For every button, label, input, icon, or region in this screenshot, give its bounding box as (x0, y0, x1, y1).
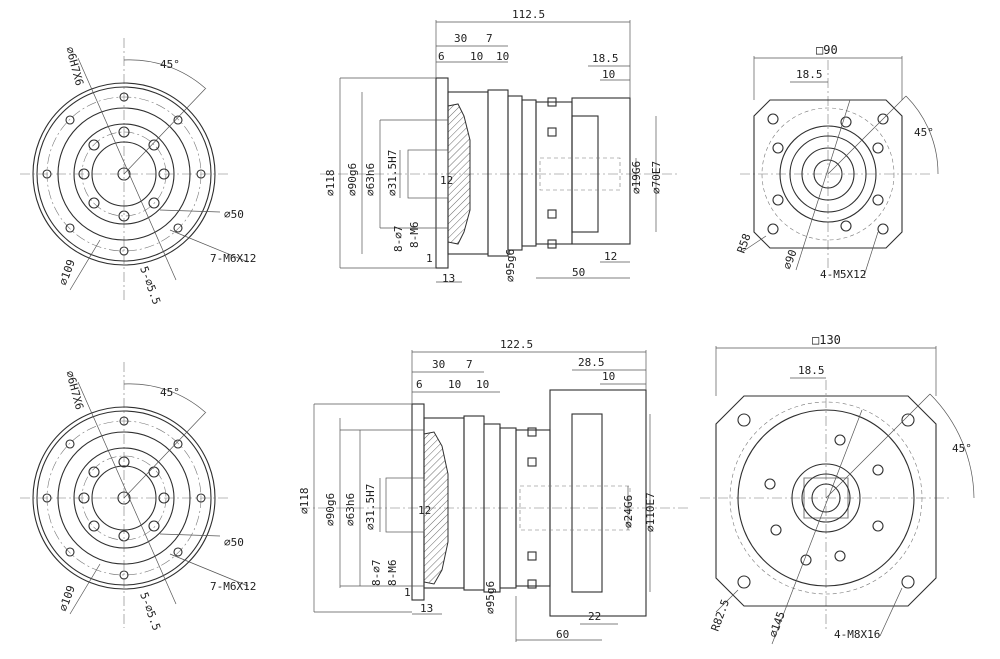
dim-7: 7 (486, 32, 493, 45)
dim-13: 13 (420, 602, 433, 615)
label-angle: 45° (160, 386, 180, 399)
label-holes-8a: 8-⌀7 (370, 560, 383, 587)
label-keyway: ⌀6H7X6 (63, 369, 86, 411)
dim-dia90: ⌀90g6 (346, 163, 359, 196)
label-dia-bolt: ⌀50 (224, 536, 244, 549)
label-holes: 7-M6X12 (210, 580, 256, 593)
label-dia145: ⌀145 (767, 610, 788, 639)
dim-13: 13 (442, 272, 455, 285)
dim-1: 1 (404, 586, 411, 599)
dim-12: 12 (418, 504, 431, 517)
label-dia-outer: ⌀109 (57, 584, 78, 613)
label-r58: R58 (735, 232, 754, 255)
rear-holes (737, 413, 915, 589)
dim-dia118: ⌀118 (298, 488, 311, 515)
dim-dia95: ⌀95g6 (504, 249, 517, 282)
label-holes-8b: 8-M6 (408, 222, 421, 249)
dim-60: 60 (556, 628, 569, 641)
dim-7: 7 (466, 358, 473, 371)
dim-dia70: ⌀70E7 (650, 161, 663, 194)
dim-10b: 10 (496, 50, 509, 63)
dim-22: 22 (588, 610, 601, 623)
label-dia-bolt: ⌀50 (224, 208, 244, 221)
label-holes-8a: 8-⌀7 (392, 226, 405, 253)
dim-10c: 10 (602, 68, 615, 81)
dim-10b: 10 (476, 378, 489, 391)
dim-18-5: 18.5 (592, 52, 619, 65)
dim-dia24: ⌀24G6 (622, 495, 635, 528)
dim-50: 50 (572, 266, 585, 279)
label-holes: 4-M8X16 (834, 628, 880, 641)
dim-dia118: ⌀118 (324, 170, 337, 197)
label-angle: 45° (952, 442, 972, 455)
label-square: □130 (812, 333, 841, 347)
label-holes2: 5-⌀5.5 (137, 591, 163, 633)
bottom-side-view: 122.5 30 7 6 10 10 28.5 10 ⌀118 ⌀90g6 ⌀6… (298, 338, 690, 642)
dim-10a: 10 (470, 50, 483, 63)
label-keyway: ⌀6H7X6 (63, 45, 86, 87)
dim-dia90: ⌀90g6 (324, 493, 337, 526)
label-holes-8b: 8-M6 (386, 560, 399, 587)
dim-6: 6 (438, 50, 445, 63)
dim-dia31: ⌀31.5H7 (364, 484, 377, 530)
label-holes: 7-M6X12 (210, 252, 256, 265)
dim-overall: 122.5 (500, 338, 533, 351)
dim-dia31: ⌀31.5H7 (386, 150, 399, 196)
top-side-view: 112.5 30 7 6 10 10 18.5 10 ⌀118 ⌀90g6 ⌀6… (320, 8, 680, 285)
dim-18-5: 18.5 (796, 68, 823, 81)
dim-6: 6 (416, 378, 423, 391)
dim-dia19: ⌀19G6 (630, 161, 643, 194)
rear-holes (767, 113, 889, 235)
dim-10a: 10 (448, 378, 461, 391)
dim-dia63: ⌀63h6 (344, 493, 357, 526)
label-square: □90 (816, 43, 838, 57)
bottom-rear-view: □130 18.5 45° R82.5 ⌀145 4-M8X16 (700, 333, 975, 645)
dim-12: 12 (440, 174, 453, 187)
label-angle: 45° (160, 58, 180, 71)
dim-12b: 12 (604, 250, 617, 263)
dim-dia110: ⌀110E7 (644, 492, 657, 532)
label-holes2: 5-⌀5.5 (137, 265, 163, 307)
dim-1: 1 (426, 252, 433, 265)
dim-30: 30 (432, 358, 445, 371)
dim-30: 30 (454, 32, 467, 45)
label-r82: R82.5 (709, 597, 733, 633)
dim-18-5: 18.5 (798, 364, 825, 377)
bottom-front-view: ⌀6H7X6 45° ⌀109 ⌀50 7-M6X12 5-⌀5.5 (20, 362, 256, 632)
dim-28-5: 28.5 (578, 356, 605, 369)
top-front-view: ⌀6H7X6 45° ⌀109 ⌀50 7-M6X12 5-⌀5.5 (20, 38, 256, 306)
dim-overall: 112.5 (512, 8, 545, 21)
dim-dia63: ⌀63h6 (364, 163, 377, 196)
dim-dia95: ⌀95g6 (484, 581, 497, 614)
dim-10c: 10 (602, 370, 615, 383)
label-angle: 45° (914, 126, 934, 139)
label-dia90: ⌀90 (781, 248, 800, 271)
label-holes: 4-M5X12 (820, 268, 866, 281)
top-rear-view: □90 18.5 45° R58 ⌀90 4-M5X12 (735, 43, 939, 281)
mounting-holes (42, 92, 206, 256)
